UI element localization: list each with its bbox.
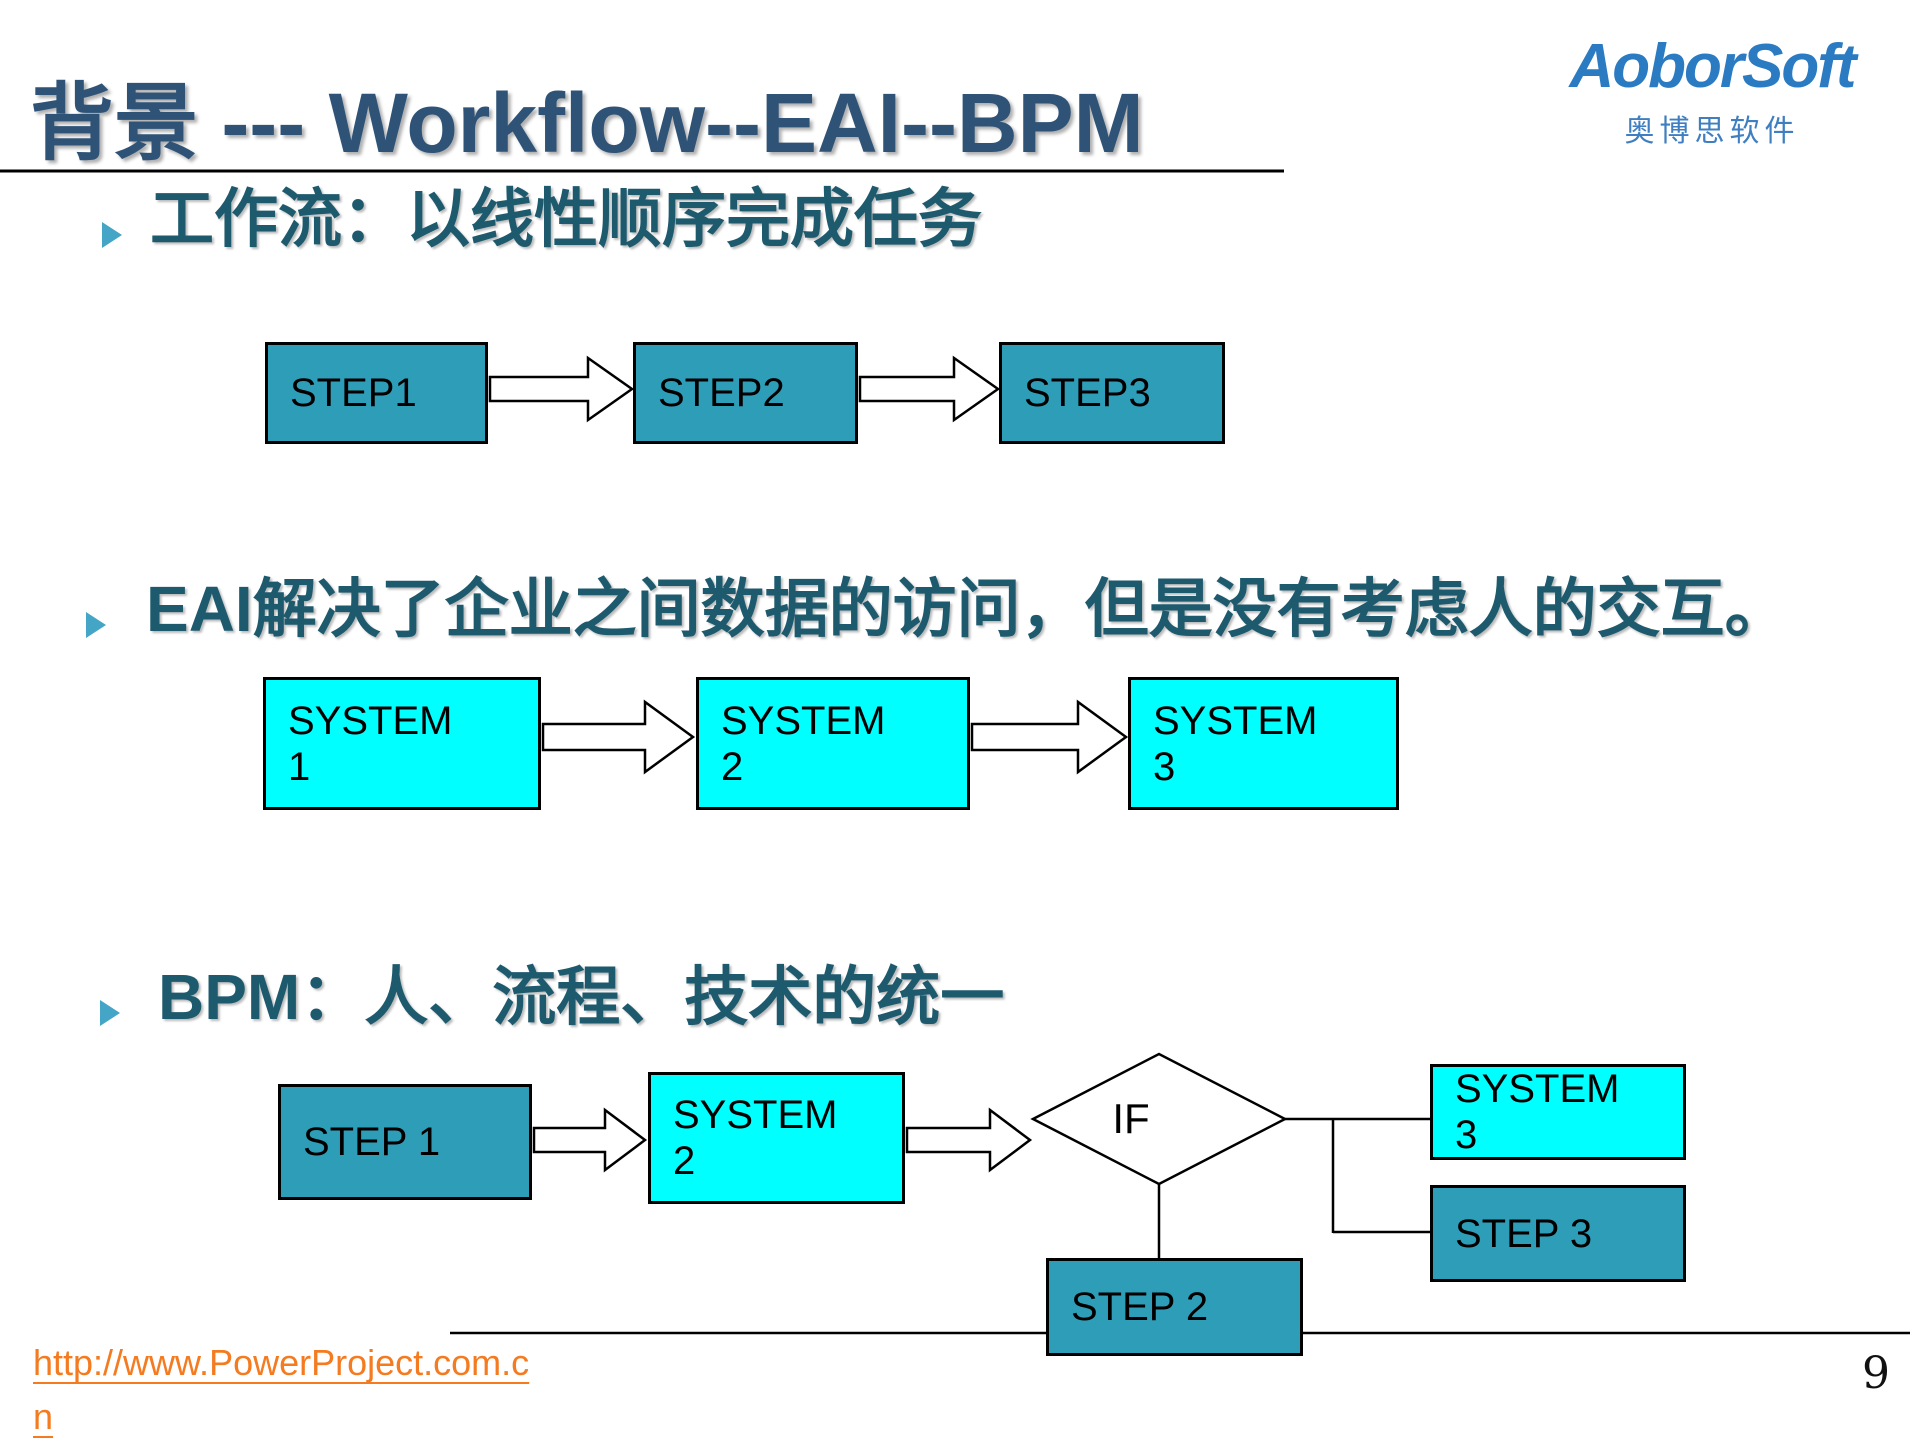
bullet-triangle-icon: [102, 222, 122, 248]
logo: AoborSoft 奥博思软件: [1544, 36, 1880, 150]
bpm-if-label: IF: [1112, 1095, 1150, 1142]
eai-system2-box: SYSTEM 2: [696, 677, 970, 810]
flow-arrow-icon: [905, 1107, 1033, 1173]
bullet-eai: EAI解决了企业之间数据的访问，但是没有考虑人的交互。: [146, 573, 1789, 645]
logo-subtitle: 奥博思软件: [1624, 115, 1800, 148]
bullet-bpm: BPM：人、流程、技术的统一: [158, 961, 1005, 1033]
bullet-triangle-icon: [86, 612, 106, 638]
flow-arrow-icon: [488, 355, 635, 423]
bpm-system2-box: SYSTEM 2: [648, 1072, 905, 1204]
workflow-step3-box: STEP3: [999, 342, 1225, 444]
logo-wordmark: AoborSoft: [1569, 32, 1856, 101]
workflow-step1-box: STEP1: [265, 342, 488, 444]
page-number: 9: [1862, 1348, 1890, 1399]
page-title: 背景 --- Workflow--EAI--BPM: [30, 76, 1144, 170]
flow-arrow-icon: [970, 699, 1129, 775]
flow-arrow-icon: [532, 1107, 648, 1173]
eai-system3-box: SYSTEM 3: [1128, 677, 1399, 810]
flow-arrow-icon: [858, 355, 1001, 423]
eai-system1-box: SYSTEM 1: [263, 677, 541, 810]
flow-arrow-icon: [541, 699, 696, 775]
bullet-workflow: 工作流：以线性顺序完成任务: [150, 183, 982, 255]
bullet-triangle-icon: [100, 1000, 120, 1026]
bpm-system3-box: SYSTEM 3: [1430, 1064, 1686, 1160]
footer-url-link[interactable]: http://www.PowerProject.com.c n: [33, 1336, 529, 1440]
bpm-step1-box: STEP 1: [278, 1084, 532, 1200]
workflow-step2-box: STEP2: [633, 342, 858, 444]
footer-url-line1: http://www.PowerProject.com.c: [33, 1342, 530, 1383]
bpm-step2-box: STEP 2: [1046, 1258, 1303, 1356]
bpm-step3-box: STEP 3: [1430, 1185, 1686, 1282]
footer-url-line2: n: [33, 1396, 54, 1437]
